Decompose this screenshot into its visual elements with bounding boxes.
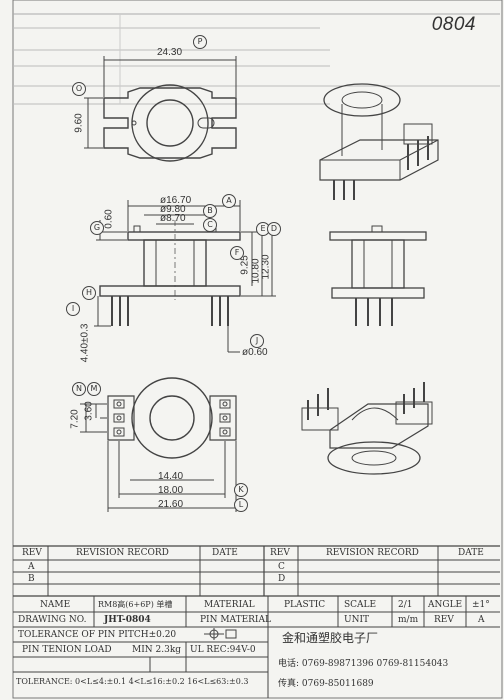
callout-e: E [256,222,270,236]
dim-pin-len: 4.40±0.3 [79,323,91,363]
unit-value: m/m [398,615,419,625]
date-header-right: DATE [458,548,484,558]
material-value: PLASTIC [284,600,326,610]
callout-i: I [66,302,80,316]
drawing-no-value: JHT-0804 [104,615,151,625]
drawing-code: 0804 [431,14,476,35]
dim-pitch-v1: 7.20 [69,409,81,429]
ul-rec: UL REC:94V-0 [190,645,256,655]
dim-d1: ø16.70 [160,195,192,206]
callout-l: L [234,498,248,512]
callout-a: A [222,194,236,208]
callout-d: D [267,222,281,236]
dim-d3: ø8.70 [160,213,186,224]
rev-row-a: A [28,562,35,572]
record-header-right: REVISION RECORD [326,548,419,558]
rev-value: A [478,615,485,625]
rev-row-d: D [278,574,286,584]
dim-pin-dia: ø0.60 [242,347,268,358]
rev-label: REV [434,615,454,625]
dim-pitch-v2: 3.60 [83,401,95,421]
record-header-left: REVISION RECORD [76,548,169,558]
dim-pitch-h3: 21.60 [158,499,184,510]
pin-material: PIN MATERIAL [200,615,271,625]
callout-k: K [234,483,248,497]
callout-h: H [82,286,96,300]
dim-width-top: 24.30 [157,47,183,58]
callout-n: N [72,382,86,396]
callout-p: P [193,35,207,49]
callout-g: G [90,221,104,235]
rev-header-left: REV [22,548,42,558]
unit-label: UNIT [344,615,370,625]
callout-o: O [72,82,86,96]
angle-label: ANGLE [428,600,463,610]
name-label: NAME [40,600,71,610]
date-header-left: DATE [212,548,238,558]
dim-pitch-h1: 14.40 [158,471,184,482]
tolerance: TOLERANCE: 0<L≤4:±0.1 4<L≤16:±0.2 16<L≤6… [16,677,249,686]
drawing-no-label: DRAWING NO. [18,615,87,625]
dim-pitch-h2: 18.00 [158,485,184,496]
pin-tenion-value: MIN 2.3kg [132,645,182,655]
callout-j: J [250,334,264,348]
callout-b: B [203,204,217,218]
scale-label: SCALE [344,600,377,610]
rev-row-c: C [278,562,285,572]
tol-pitch: TOLERANCE OF PIN PITCH±0.20 [18,630,177,640]
dim-h3: 12.30 [260,254,272,280]
material-label: MATERIAL [204,600,255,610]
scale-value: 2/1 [398,600,413,610]
pin-tenion: PIN TENION LOAD [22,645,112,655]
name-value: RM8高(6+6P) 单槽 [98,600,173,609]
angle-value: ±1° [472,600,490,610]
dim-h1: 9.25 [239,255,251,275]
company-name: 金和通塑胶电子厂 [282,631,379,645]
dim-height-top: 9.60 [73,113,85,133]
callout-c: C [203,218,217,232]
rev-header-right: REV [270,548,290,558]
callout-f: F [230,246,244,260]
company-phone: 电话: 0769-89871396 0769-81154043 [278,659,449,669]
company-fax: 传真: 0769-85011689 [278,679,374,689]
callout-m: M [87,382,101,396]
rev-row-b: B [28,574,35,584]
dim-flange: 0.60 [103,209,115,229]
dim-d2: ø9.80 [160,204,186,215]
